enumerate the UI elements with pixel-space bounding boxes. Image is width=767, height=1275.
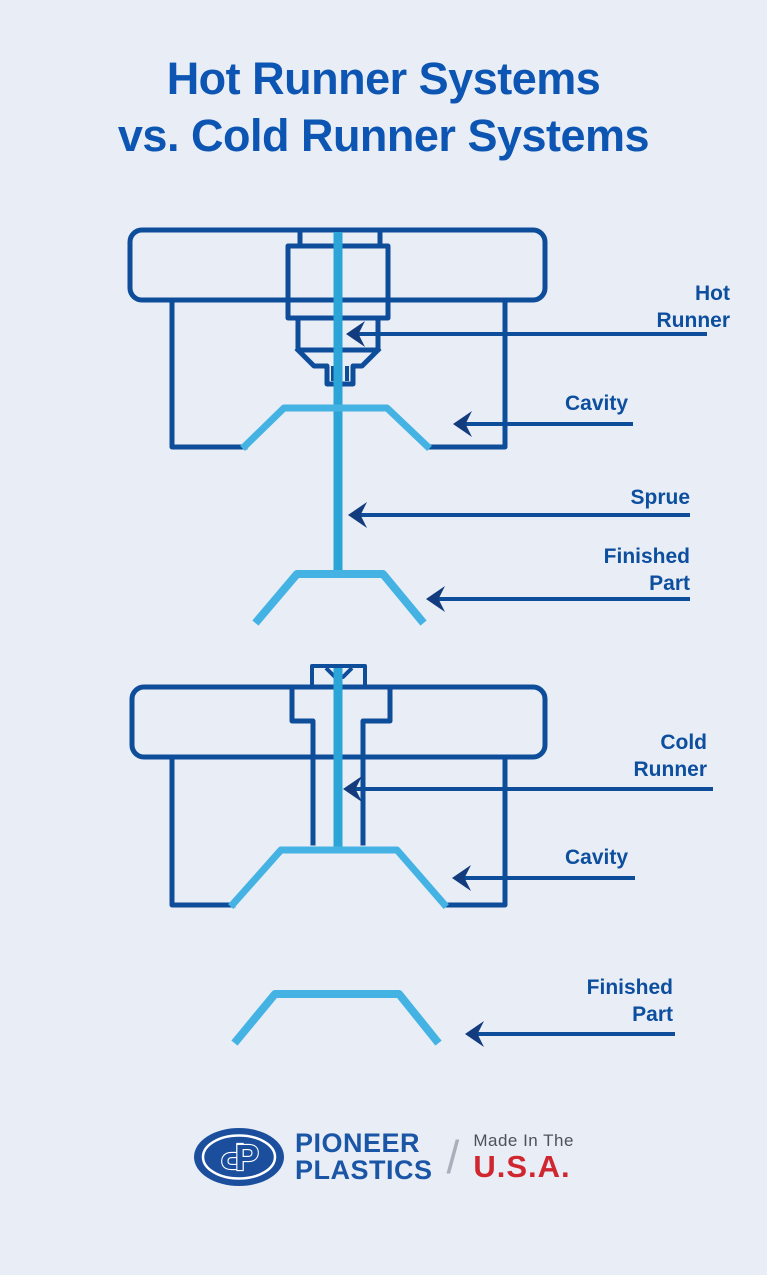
cold-sprue-channel-left <box>289 684 316 846</box>
hot-finished-part-shape <box>252 570 427 626</box>
hot-nozzle-tip-detail <box>331 366 349 381</box>
brand-name-line2: PLASTICS <box>295 1155 433 1185</box>
cold-cavity-outline <box>228 846 449 909</box>
arrow-left-icon <box>426 586 445 612</box>
cold-finished-part-label-line1: Finished <box>586 976 673 999</box>
arrow-left-icon <box>465 1021 484 1047</box>
hot-cavity-outline <box>240 404 432 451</box>
made-in-text: Made In The <box>473 1131 574 1150</box>
brand-name-line1: PIONEER <box>295 1128 421 1158</box>
hot-runner-label: Hot Runner <box>657 280 731 334</box>
hot-runner-label-line2: Runner <box>656 309 731 332</box>
hot-runner-mold-diagram <box>127 227 707 626</box>
cold-runner-mold-diagram <box>129 664 713 1047</box>
logo-monogram-letter: P <box>221 1136 245 1177</box>
hot-runner-label-line1: Hot <box>695 282 730 305</box>
hot-finished-part-label-line2: Part <box>649 572 690 595</box>
pioneer-plastics-logo-icon: P P <box>194 1128 285 1186</box>
hot-lower-mold <box>169 297 508 450</box>
cold-runner-label: Cold Runner <box>634 729 708 783</box>
arrow-left-icon <box>452 865 471 891</box>
cold-runner-label-line1: Cold <box>660 731 707 754</box>
arrow-left-icon <box>346 321 365 347</box>
usa-text: U.S.A. <box>473 1149 571 1184</box>
footer: P P PIONEER PLASTICS / Made In The U.S.A… <box>0 1126 767 1188</box>
cold-sprue-channel-right <box>360 684 393 846</box>
cold-cavity-label: Cavity <box>564 846 628 869</box>
cold-runner-label-line2: Runner <box>633 758 708 781</box>
arrow-left-icon <box>343 776 362 802</box>
cold-lower-mold <box>169 754 508 908</box>
page-title: Hot Runner Systems vs. Cold Runner Syste… <box>0 50 767 164</box>
arrow-left-icon <box>453 411 472 437</box>
arrow-left-icon <box>348 502 367 528</box>
logo-inner-ring <box>201 1134 277 1180</box>
cold-finished-part-label: Finished Part <box>587 974 673 1028</box>
footer-divider: / <box>446 1131 460 1183</box>
logo-ellipse <box>194 1128 285 1186</box>
page-title-line2: vs. Cold Runner Systems <box>117 110 650 161</box>
hot-finished-part-label: Finished Part <box>604 543 690 597</box>
brand-name: PIONEER PLASTICS <box>295 1130 433 1184</box>
cold-finished-part-shape <box>231 990 442 1046</box>
logo-monogram-letter: P <box>235 1137 259 1178</box>
cold-finished-part-label-line2: Part <box>632 1003 673 1026</box>
sprue-label: Sprue <box>630 486 690 509</box>
hot-cavity-label: Cavity <box>564 392 628 415</box>
page-title-line1: Hot Runner Systems <box>166 53 601 104</box>
made-in-usa-badge: Made In The U.S.A. <box>473 1131 574 1183</box>
hot-finished-part-label-line1: Finished <box>603 545 690 568</box>
